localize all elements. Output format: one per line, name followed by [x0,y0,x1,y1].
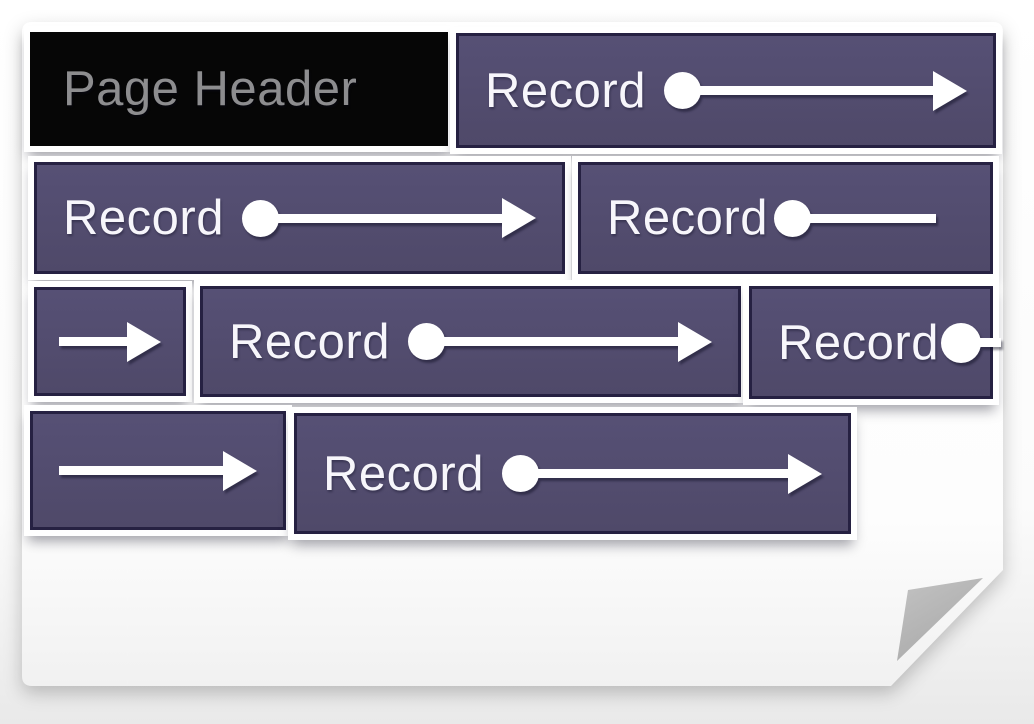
dot-arrow-icon [241,198,536,238]
pointer-line [804,213,936,223]
dot-arrow-icon [501,453,822,494]
record-label: Record [229,314,390,369]
record-block: Record [34,162,565,274]
dot-line-icon [773,199,936,237]
pointer-line [59,337,129,346]
record-block: Record [749,286,1001,399]
record-block: Record [456,33,996,148]
pointer-line [694,86,935,95]
dot-arrow-icon [663,70,967,111]
pointer-arrowhead [127,321,161,362]
pointer-line [974,338,1001,347]
pointer-dot [241,199,279,237]
dot-arrow-icon [407,321,712,362]
pointer-arrowhead [502,198,536,238]
pointer-arrowhead [223,450,257,491]
pointer-dot [940,322,981,363]
dot-line-icon [940,322,1001,363]
folded-corner [897,578,983,661]
pointer-line [438,337,680,346]
record-block: Record [578,162,993,274]
pointer-dot [663,72,701,109]
pointer-arrowhead [678,321,712,362]
pointer-dot [773,199,811,237]
arrow-right-icon [59,321,161,362]
pointer-line [532,469,790,478]
record-label: Record [485,63,646,118]
page-header-block: Page Header [30,32,448,146]
record-label: Record [63,191,224,245]
pointer-arrowhead [788,453,822,494]
pointer-line [59,466,225,475]
pointer-line [272,213,504,223]
record-label: Record [607,191,768,245]
record-label: Record [778,315,939,370]
continuation-arrow-block [30,411,286,530]
record-block: Record [200,286,741,397]
pointer-dot [501,455,539,492]
record-block: Record [294,413,851,534]
pointer-dot [407,323,445,360]
pointer-arrowhead [933,70,967,111]
record-label: Record [323,446,484,501]
continuation-arrow-block [34,287,186,396]
arrow-right-icon [59,450,257,491]
page-header-label: Page Header [63,62,358,116]
